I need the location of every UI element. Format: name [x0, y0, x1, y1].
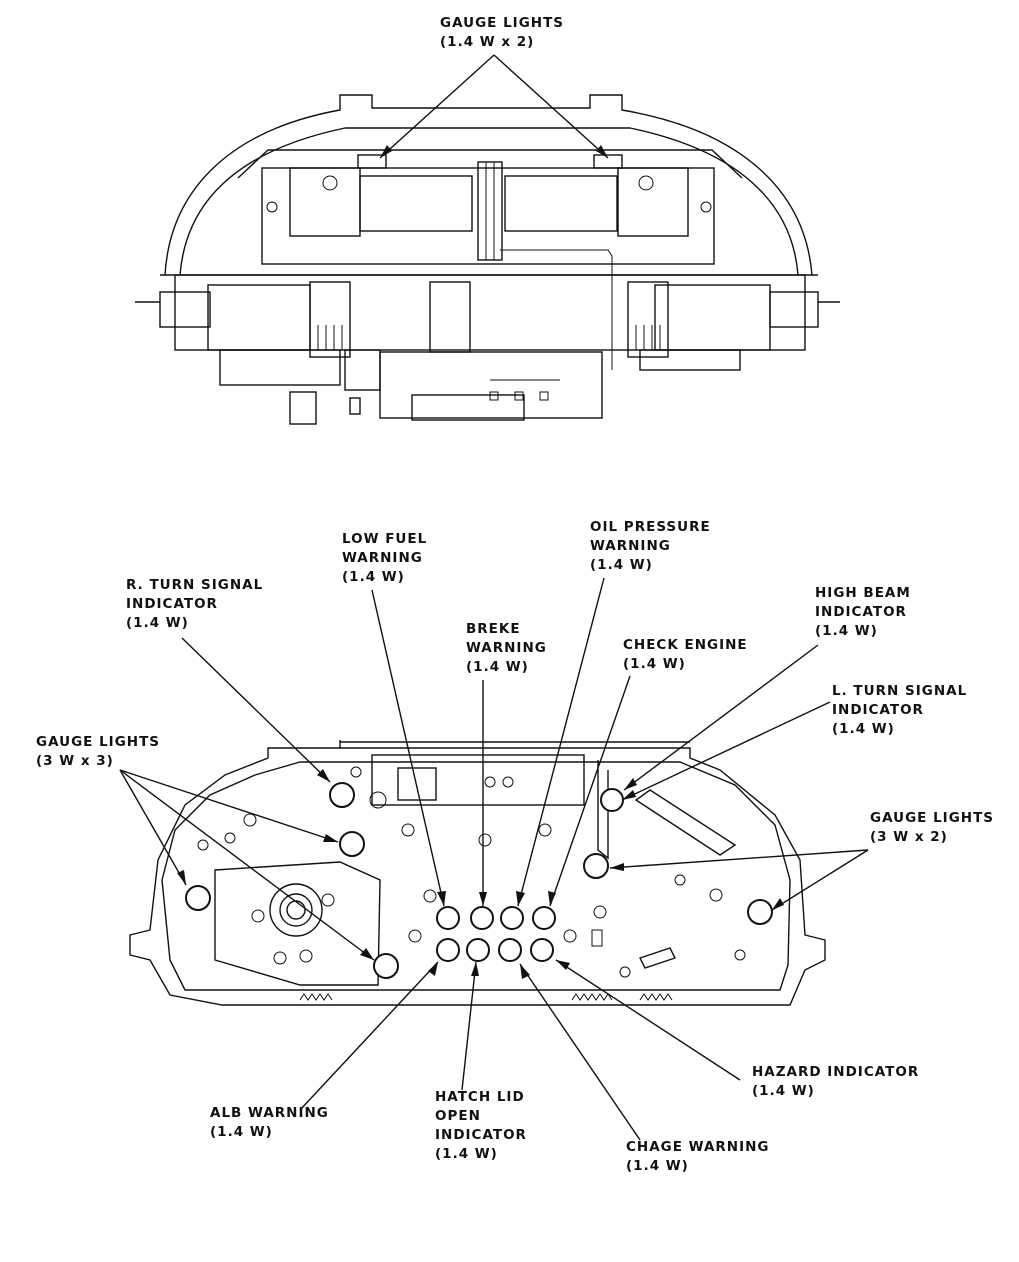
bulb-gauge-left-1 [339, 831, 365, 857]
label-line: INDICATOR [435, 1127, 527, 1143]
bulb-high-beam [600, 788, 624, 812]
label-line: (1.4 W) [623, 656, 686, 672]
label-line: R. TURN SIGNAL [126, 577, 264, 593]
high-beam-label: HIGH BEAM INDICATOR (1.4 W) [815, 584, 911, 641]
bulb-r-turn [329, 782, 355, 808]
cluster-front-view [129, 740, 826, 1006]
label-line: INDICATOR [815, 604, 907, 620]
hazard-indicator-label: HAZARD INDICATOR (1.4 W) [752, 1063, 919, 1101]
gauge-lights-top-label: GAUGE LIGHTS (1.4 W x 2) [440, 14, 564, 52]
bottom-leader-lines [119, 577, 869, 1141]
label-line: (1.4 W) [815, 623, 878, 639]
hatch-lid-label: HATCH LID OPEN INDICATOR (1.4 W) [435, 1088, 527, 1164]
oil-pressure-label: OIL PRESSURE WARNING (1.4 W) [590, 518, 711, 575]
label-line: (1.4 W) [752, 1083, 815, 1099]
bulb-alb [436, 938, 460, 962]
label-line: (3 W x 3) [36, 753, 114, 769]
r-turn-signal-label: R. TURN SIGNAL INDICATOR (1.4 W) [126, 576, 263, 633]
bulb-low-fuel [436, 906, 460, 930]
label-line: (1.4 W) [590, 557, 653, 573]
label-line: CHAGE WARNING [626, 1139, 770, 1155]
bulb-hatch-lid [466, 938, 490, 962]
label-line: (1.4 W) [342, 569, 405, 585]
label-line: (1.4 W x 2) [440, 34, 535, 50]
low-fuel-label: LOW FUEL WARNING (1.4 W) [342, 530, 427, 587]
top-gauge-light-leaders [379, 54, 609, 159]
label-line: (1.4 W) [126, 615, 189, 631]
label-line: OIL PRESSURE [590, 519, 711, 535]
bulb-hazard [530, 938, 554, 962]
label-line: (1.4 W) [435, 1146, 498, 1162]
bulb-gauge-right-1 [583, 853, 609, 879]
label-line: WARNING [590, 538, 671, 554]
label-line: (1.4 W) [626, 1158, 689, 1174]
bulb-gauge-left-2 [185, 885, 211, 911]
bulb-check-engine [532, 906, 556, 930]
label-line: WARNING [466, 640, 547, 656]
bulb-oil-pressure [500, 906, 524, 930]
arrowheads [177, 769, 784, 979]
label-line: OPEN [435, 1108, 481, 1124]
bulb-gauge-left-3 [373, 953, 399, 979]
label-line: HAZARD INDICATOR [752, 1064, 920, 1080]
label-line: INDICATOR [832, 702, 924, 718]
chage-warning-label: CHAGE WARNING (1.4 W) [626, 1138, 770, 1176]
gauge-lights-left-label: GAUGE LIGHTS (3 W x 3) [36, 733, 160, 771]
label-line: HATCH LID [435, 1089, 525, 1105]
label-line: GAUGE LIGHTS [36, 734, 161, 750]
label-line: INDICATOR [126, 596, 218, 612]
label-line: ALB WARNING [210, 1105, 329, 1121]
label-line: (3 W x 2) [870, 829, 948, 845]
label-line: WARNING [342, 550, 423, 566]
gauge-lights-right-label: GAUGE LIGHTS (3 W x 2) [870, 809, 994, 847]
label-line: L. TURN SIGNAL [832, 683, 968, 699]
label-line: CHECK ENGINE [623, 637, 748, 653]
cluster-rear-view [135, 94, 840, 425]
bulb-gauge-right-2 [747, 899, 773, 925]
check-engine-label: CHECK ENGINE (1.4 W) [623, 636, 748, 674]
label-line: GAUGE LIGHTS [870, 810, 995, 826]
label-line: (1.4 W) [210, 1124, 273, 1140]
bulb-breke [470, 906, 494, 930]
label-line: GAUGE LIGHTS [440, 15, 565, 31]
label-line: LOW FUEL [342, 531, 428, 547]
label-line: HIGH BEAM [815, 585, 911, 601]
label-line: (1.4 W) [466, 659, 529, 675]
alb-warning-label: ALB WARNING (1.4 W) [210, 1104, 329, 1142]
l-turn-signal-label: L. TURN SIGNAL INDICATOR (1.4 W) [832, 682, 967, 739]
label-line: (1.4 W) [832, 721, 895, 737]
bulb-chage [498, 938, 522, 962]
label-line: BREKE [466, 621, 521, 637]
breke-warning-label: BREKE WARNING (1.4 W) [466, 620, 547, 677]
